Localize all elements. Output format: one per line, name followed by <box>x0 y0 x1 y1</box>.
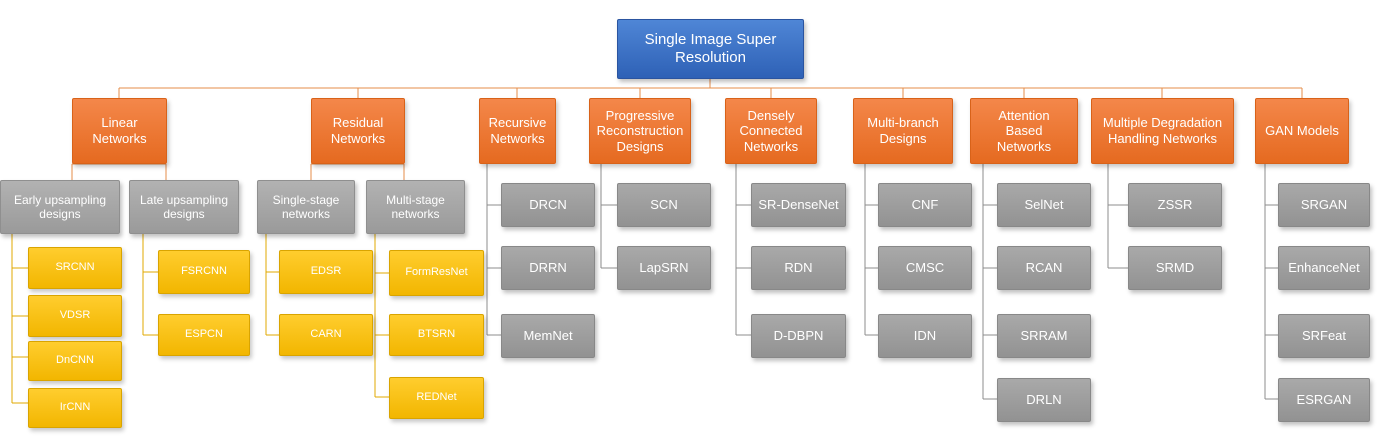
category-linear-networks: Linear Networks <box>72 98 167 164</box>
method-srcnn: SRCNN <box>28 247 122 289</box>
method-drrn: DRRN <box>501 246 595 290</box>
subcategory-late-upsampling: Late upsampling designs <box>129 180 239 234</box>
method-idn: IDN <box>878 314 972 358</box>
method-vdsr: VDSR <box>28 295 122 337</box>
connector-gan <box>1264 164 1278 400</box>
category-recursive-networks: Recursive Networks <box>479 98 556 164</box>
connector-early <box>11 234 28 404</box>
method-selnet: SelNet <box>997 183 1091 227</box>
connector-late <box>142 234 158 336</box>
category-densely-connected: Densely Connected Networks <box>725 98 817 164</box>
connector-root <box>118 79 1303 98</box>
method-lapsrn: LapSRN <box>617 246 711 290</box>
method-rednet: REDNet <box>389 377 484 419</box>
connector-progressive <box>600 164 617 269</box>
connector-dense <box>735 164 751 336</box>
category-multiple-degradation: Multiple Degradation Handling Networks <box>1091 98 1234 164</box>
connector-multibranch <box>864 164 878 336</box>
method-drcn: DRCN <box>501 183 595 227</box>
method-scn: SCN <box>617 183 711 227</box>
method-memnet: MemNet <box>501 314 595 358</box>
category-gan-models: GAN Models <box>1255 98 1349 164</box>
method-cmsc: CMSC <box>878 246 972 290</box>
subcategory-multi-stage: Multi-stage networks <box>366 180 465 234</box>
connector-degradation <box>1107 164 1128 269</box>
connector-single <box>265 234 279 336</box>
connector-residual <box>310 163 405 180</box>
method-srram: SRRAM <box>997 314 1091 358</box>
connector-attention <box>982 164 997 400</box>
category-progressive-reconstruction: Progressive Reconstruction Designs <box>589 98 691 164</box>
method-srfeat: SRFeat <box>1278 314 1370 358</box>
connector-recursive <box>486 164 501 336</box>
method-drln: DRLN <box>997 378 1091 422</box>
method-cnf: CNF <box>878 183 972 227</box>
method-rdn: RDN <box>751 246 846 290</box>
method-carn: CARN <box>279 314 373 356</box>
method-edsr: EDSR <box>279 250 373 294</box>
method-sr-densenet: SR-DenseNet <box>751 183 846 227</box>
method-fsrcnn: FSRCNN <box>158 250 250 294</box>
method-dncnn: DnCNN <box>28 341 122 381</box>
category-multi-branch: Multi-branch Designs <box>853 98 953 164</box>
method-zssr: ZSSR <box>1128 183 1222 227</box>
method-d-dbpn: D-DBPN <box>751 314 846 358</box>
method-enhancenet: EnhanceNet <box>1278 246 1370 290</box>
category-residual-networks: Residual Networks <box>311 98 405 164</box>
method-rcan: RCAN <box>997 246 1091 290</box>
subcategory-early-upsampling: Early upsampling designs <box>0 180 120 234</box>
method-btsrn: BTSRN <box>389 314 484 356</box>
root-node: Single Image Super Resolution <box>617 19 804 79</box>
connector-multi <box>374 234 389 398</box>
method-formresnet: FormResNet <box>389 250 484 296</box>
method-srmd: SRMD <box>1128 246 1222 290</box>
method-espcn: ESPCN <box>158 314 250 356</box>
method-esrgan: ESRGAN <box>1278 378 1370 422</box>
method-ircnn: IrCNN <box>28 388 122 428</box>
category-attention-based: Attention Based Networks <box>970 98 1078 164</box>
method-srgan: SRGAN <box>1278 183 1370 227</box>
subcategory-single-stage: Single-stage networks <box>257 180 355 234</box>
connector-linear <box>71 163 167 180</box>
